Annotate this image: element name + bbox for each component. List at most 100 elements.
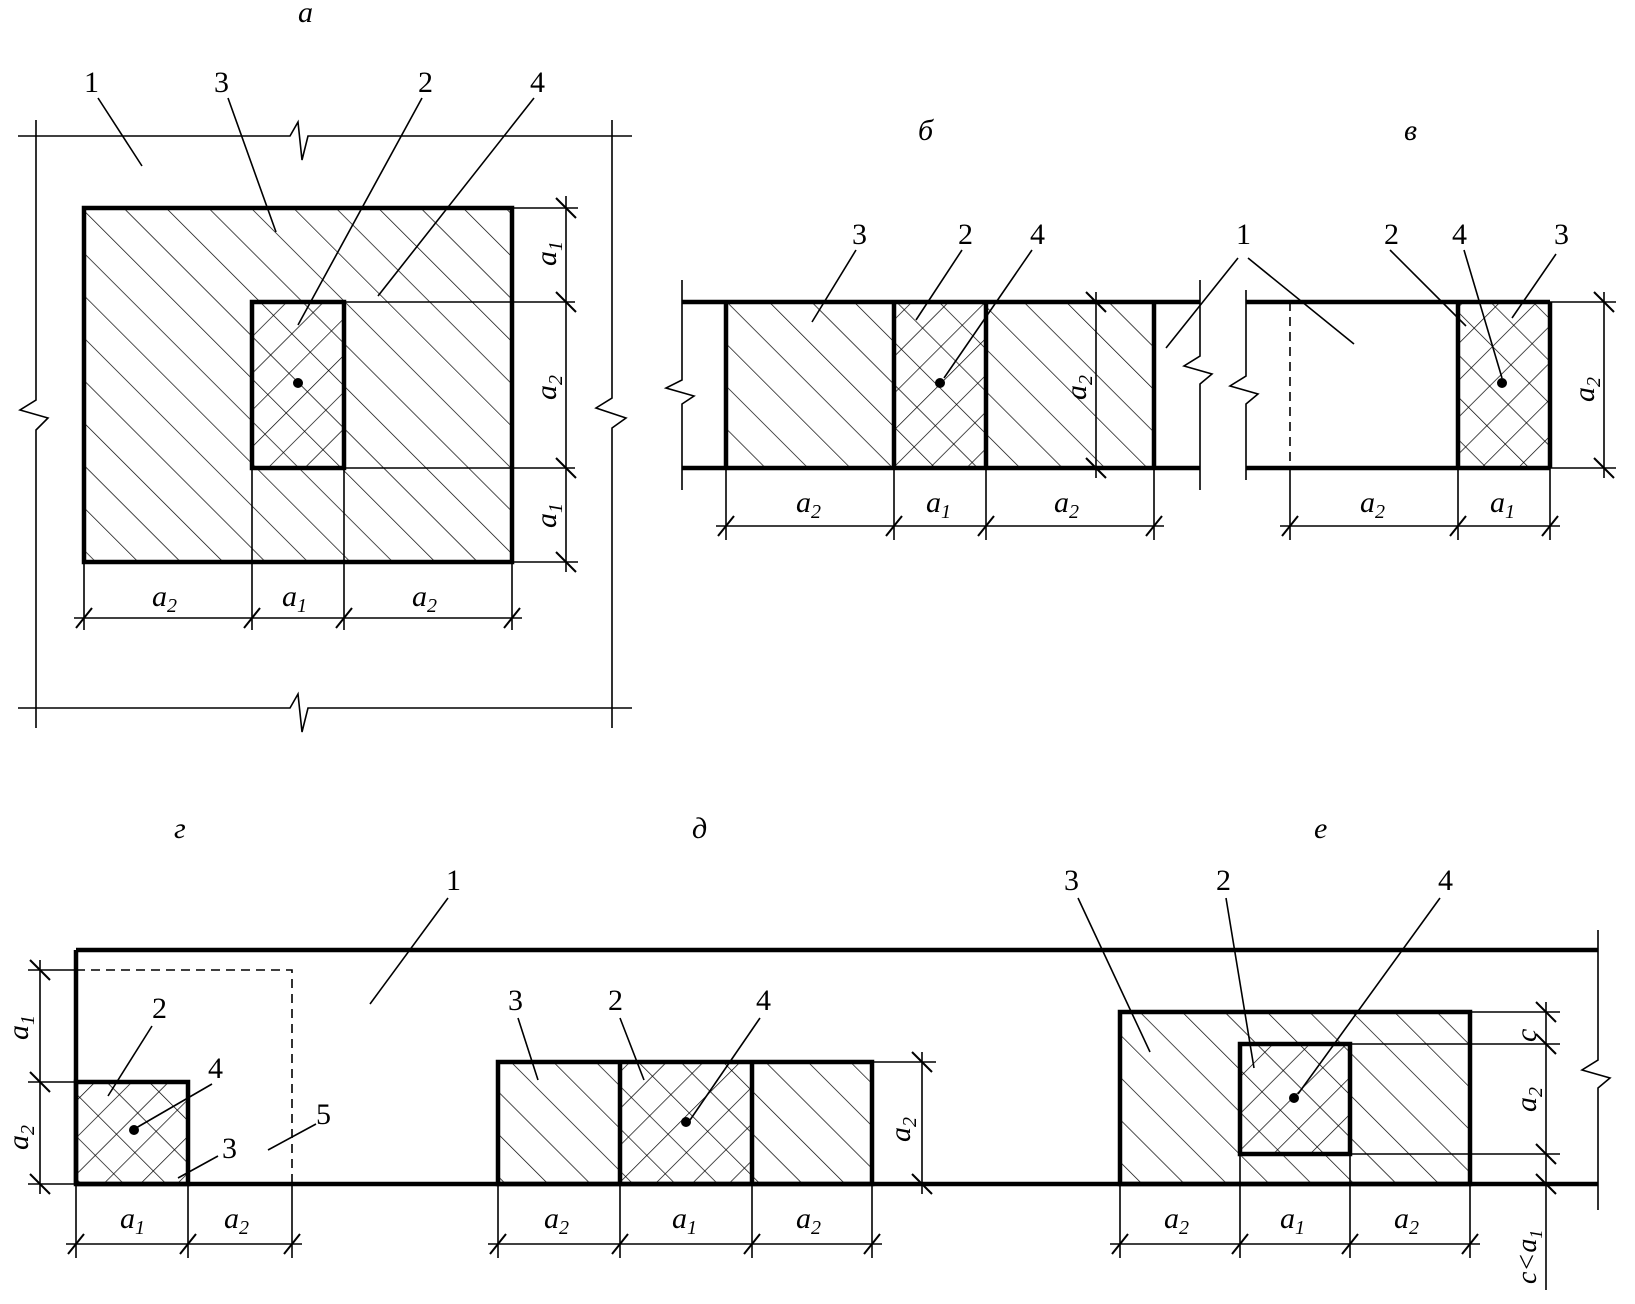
dimension-tick [1535, 1033, 1557, 1055]
leader-line [1247, 257, 1355, 345]
leader-line [1225, 897, 1255, 1069]
callout-4: 4 [208, 1052, 223, 1085]
dim-label: a1 [1490, 486, 1515, 523]
dimension-tick [1281, 515, 1299, 537]
column-outline-left [18, 120, 50, 728]
leader-line [135, 1083, 213, 1129]
panel-label-b: б [918, 114, 934, 147]
wall-break-left [1228, 290, 1260, 480]
leader-line [1077, 897, 1151, 1053]
dimension-tick [1145, 515, 1163, 537]
dimension-tick [179, 1233, 197, 1255]
leader-line [297, 97, 423, 326]
callout-2: 2 [1216, 864, 1231, 897]
leader-line [915, 249, 963, 321]
distribution-area-right [986, 302, 1154, 468]
wall-break-right [1182, 280, 1214, 490]
distribution-area-left [498, 1062, 620, 1184]
load-point [293, 378, 303, 388]
dimension-tick [1535, 1143, 1557, 1165]
dimension-tick [717, 515, 735, 537]
leader-line [1389, 249, 1467, 327]
panel-v: в 1 2 4 3 a2 a2 a1 [1165, 114, 1616, 540]
dim-label-c: c [1510, 1029, 1543, 1042]
distribution-boundary [75, 969, 293, 1185]
callout-4: 4 [530, 66, 545, 99]
dimension-tick [335, 607, 353, 629]
dimension-tick [555, 291, 577, 313]
dim-label: a2 [530, 375, 567, 400]
callout-3: 3 [214, 66, 229, 99]
dim-label: a2 [2, 1125, 39, 1150]
dim-label: a1 [926, 486, 951, 523]
dim-label: a1 [2, 1015, 39, 1040]
dim-label: a2 [884, 1117, 921, 1142]
panel-label-d: д [692, 812, 707, 845]
dimension-tick [555, 457, 577, 479]
dim-label: a2 [1060, 375, 1097, 400]
dim-label: a1 [282, 580, 307, 617]
panel-b: б a2 3 2 4 a2 a1 [663, 114, 1214, 540]
panel-label-v: в [1404, 114, 1417, 147]
callout-3: 3 [508, 984, 523, 1017]
load-point [1289, 1093, 1299, 1103]
callout-4: 4 [1030, 218, 1045, 251]
dim-label-c-lt-a1: c<a1 [1512, 1230, 1546, 1284]
panel-bottom-beam: г д е 1 2 4 3 5 a1 a2 [2, 812, 1612, 1290]
dimension-tick [911, 1173, 933, 1195]
leader-line [811, 249, 857, 323]
callout-4: 4 [1452, 218, 1467, 251]
dimension-tick [67, 1233, 85, 1255]
distribution-area-left [726, 302, 894, 468]
dimension-tick [1085, 457, 1107, 479]
beam-break-right [1580, 930, 1612, 1210]
dim-label: a1 [672, 1202, 697, 1239]
leader-line [267, 1123, 317, 1151]
dimension-tick [743, 1233, 761, 1255]
dimension-tick [885, 515, 903, 537]
column-outline-top [18, 119, 632, 161]
callout-3: 3 [852, 218, 867, 251]
column-outline-right [594, 120, 628, 728]
dimension-tick [1111, 1233, 1129, 1255]
dim-label: a2 [796, 486, 821, 523]
leader-line [1511, 253, 1557, 319]
bearing-area-outline [73, 1079, 191, 1187]
dimension-tick [911, 1051, 933, 1073]
callout-2: 2 [958, 218, 973, 251]
dimension-tick [503, 607, 521, 629]
leader-line [1463, 249, 1503, 379]
dim-label: a2 [1054, 486, 1079, 523]
dimension-tick [243, 607, 261, 629]
panel-a: а 1 3 2 4 a2 a1 a [18, 0, 632, 733]
dimension-tick [29, 1173, 51, 1195]
dim-label: a2 [1510, 1087, 1547, 1112]
panel-label-g: г [174, 812, 186, 845]
dimension-tick [1085, 291, 1107, 313]
dim-label: a2 [796, 1202, 821, 1239]
callout-4: 4 [756, 984, 771, 1017]
dim-label: a2 [1360, 486, 1385, 523]
dim-label: a2 [152, 580, 177, 617]
dimension-tick [555, 551, 577, 573]
leader-line [107, 1025, 153, 1097]
leader-line [369, 897, 449, 1005]
dimension-tick [1535, 1173, 1557, 1195]
dim-label: a2 [1164, 1202, 1189, 1239]
load-point [1497, 378, 1507, 388]
callout-4: 4 [1438, 864, 1453, 897]
panel-label-a: а [298, 0, 313, 29]
callout-3: 3 [1064, 864, 1079, 897]
leader-line [689, 1017, 761, 1121]
dimension-tick [1593, 457, 1615, 479]
callout-1: 1 [84, 66, 99, 99]
leader-line [97, 97, 143, 167]
dimension-tick [75, 607, 93, 629]
dim-label: a1 [530, 503, 567, 528]
dimension-tick [1461, 1233, 1479, 1255]
callout-3: 3 [222, 1132, 237, 1165]
dimension-tick [1449, 515, 1467, 537]
dim-label: a1 [530, 241, 567, 266]
dim-label: a2 [1394, 1202, 1419, 1239]
leader-line [227, 97, 277, 233]
